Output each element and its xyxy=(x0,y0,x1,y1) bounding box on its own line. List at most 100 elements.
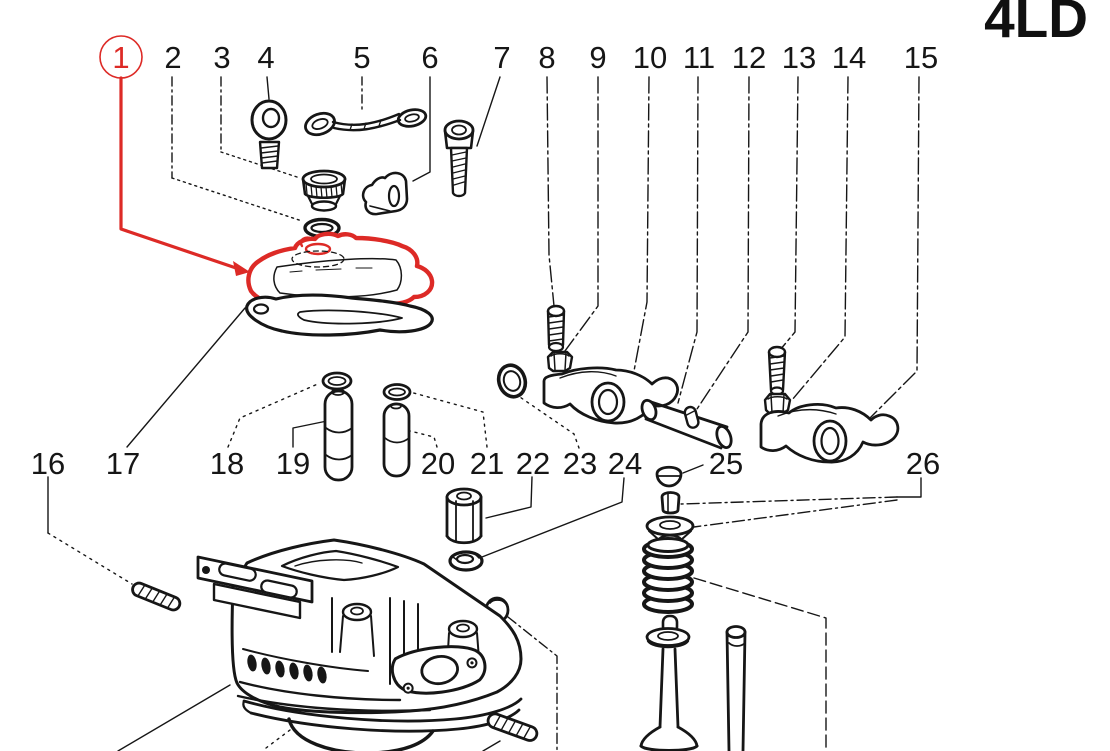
part-tappet-left xyxy=(321,371,354,482)
part-clamp-bracket xyxy=(361,171,409,216)
callout-number: 11 xyxy=(683,40,715,75)
callout-26: 26 xyxy=(906,446,940,481)
callout-9: 9 xyxy=(589,40,606,75)
callout-18: 18 xyxy=(210,446,244,481)
callout-21: 21 xyxy=(470,446,504,481)
part-rocker-arm-right xyxy=(759,402,900,464)
callout-number: 7 xyxy=(493,40,510,75)
leader-line xyxy=(633,76,650,372)
callout-number: 8 xyxy=(538,40,555,75)
leader-line xyxy=(682,464,704,474)
leader-line xyxy=(546,76,555,307)
callout-1: 1 xyxy=(99,35,250,276)
callout-7: 7 xyxy=(493,40,510,75)
callout-circle xyxy=(99,35,143,79)
part-valve-exhaust xyxy=(725,625,747,751)
callout-14: 14 xyxy=(832,40,866,75)
callout-6: 6 xyxy=(421,40,438,75)
callout-15: 15 xyxy=(904,40,938,75)
callout-5: 5 xyxy=(353,40,370,75)
leader-line xyxy=(561,76,599,356)
leader-line xyxy=(693,499,898,528)
callout-13: 13 xyxy=(782,40,816,75)
callout-number: 24 xyxy=(608,446,642,481)
callout-number: 25 xyxy=(709,446,743,481)
callout-number: 22 xyxy=(516,446,550,481)
leader-line xyxy=(227,382,321,448)
callout-number: 26 xyxy=(906,446,940,481)
callout-25: 25 xyxy=(709,446,743,481)
leader-line xyxy=(693,577,827,751)
part-valve-keeper xyxy=(660,491,681,515)
leader-line xyxy=(481,477,625,558)
callout-24: 24 xyxy=(608,446,642,481)
callout-number: 4 xyxy=(257,40,274,75)
leader-line xyxy=(117,684,231,751)
leader-line xyxy=(779,76,799,351)
part-cap-screw xyxy=(443,119,475,198)
callout-10: 10 xyxy=(633,40,667,75)
leader-line xyxy=(220,151,301,179)
callout-number: 15 xyxy=(904,40,938,75)
part-lock-nut-right xyxy=(763,392,792,416)
part-breather-eyebolt xyxy=(250,99,288,170)
part-hex-spacer xyxy=(445,487,483,545)
callout-19: 19 xyxy=(276,446,310,481)
callout-17: 17 xyxy=(106,446,140,481)
part-stud-lower xyxy=(486,712,539,742)
leader-line xyxy=(513,392,580,449)
callout-22: 22 xyxy=(516,446,550,481)
part-stud-left xyxy=(131,581,182,612)
part-seal-ring xyxy=(448,550,484,572)
part-thrust-washer xyxy=(496,363,528,399)
leader-line xyxy=(171,177,303,222)
callout-4: 4 xyxy=(257,40,274,75)
leader-line xyxy=(409,391,488,448)
part-pin xyxy=(683,405,700,429)
callout-number: 9 xyxy=(589,40,606,75)
part-spring-seat xyxy=(645,614,691,649)
leader-line xyxy=(126,307,246,448)
callout-number: 3 xyxy=(213,40,230,75)
part-cylinder-head xyxy=(230,538,523,751)
leader-line xyxy=(696,76,750,410)
callout-number: 23 xyxy=(563,446,597,481)
callout-number: 17 xyxy=(106,446,140,481)
part-support-bracket xyxy=(196,555,314,620)
leader-line xyxy=(869,76,920,419)
callout-number: 16 xyxy=(31,446,65,481)
part-valve-cap xyxy=(655,465,683,488)
callout-number: 5 xyxy=(353,40,370,75)
callout-number: 13 xyxy=(782,40,816,75)
callout-number: 6 xyxy=(421,40,438,75)
leader-line xyxy=(476,76,501,147)
part-valve-intake xyxy=(639,647,699,751)
callout-number: 20 xyxy=(421,446,455,481)
callout-16: 16 xyxy=(31,446,65,481)
part-oil-filler-cap xyxy=(301,169,347,212)
leader-line xyxy=(292,420,328,448)
callout-number: 10 xyxy=(633,40,667,75)
leader-line xyxy=(896,477,922,498)
part-rocker-arm-left xyxy=(542,366,679,425)
callout-3: 3 xyxy=(213,40,230,75)
part-tappet-right xyxy=(382,383,412,478)
callout-number: 14 xyxy=(832,40,866,75)
callout-number: 18 xyxy=(210,446,244,481)
callout-number: 1 xyxy=(112,40,129,75)
callout-23: 23 xyxy=(563,446,597,481)
callout-11: 11 xyxy=(683,40,715,75)
callout-2: 2 xyxy=(164,40,181,75)
callout-number: 21 xyxy=(470,446,504,481)
leader-line xyxy=(261,729,291,751)
leader-line xyxy=(677,76,699,404)
model-title: 4LD xyxy=(984,0,1088,49)
leader-line xyxy=(266,76,270,100)
part-lock-nut-left xyxy=(546,350,574,373)
part-retaining-link xyxy=(304,108,428,137)
leader-line xyxy=(485,476,533,519)
leader-arrowhead xyxy=(233,261,250,276)
